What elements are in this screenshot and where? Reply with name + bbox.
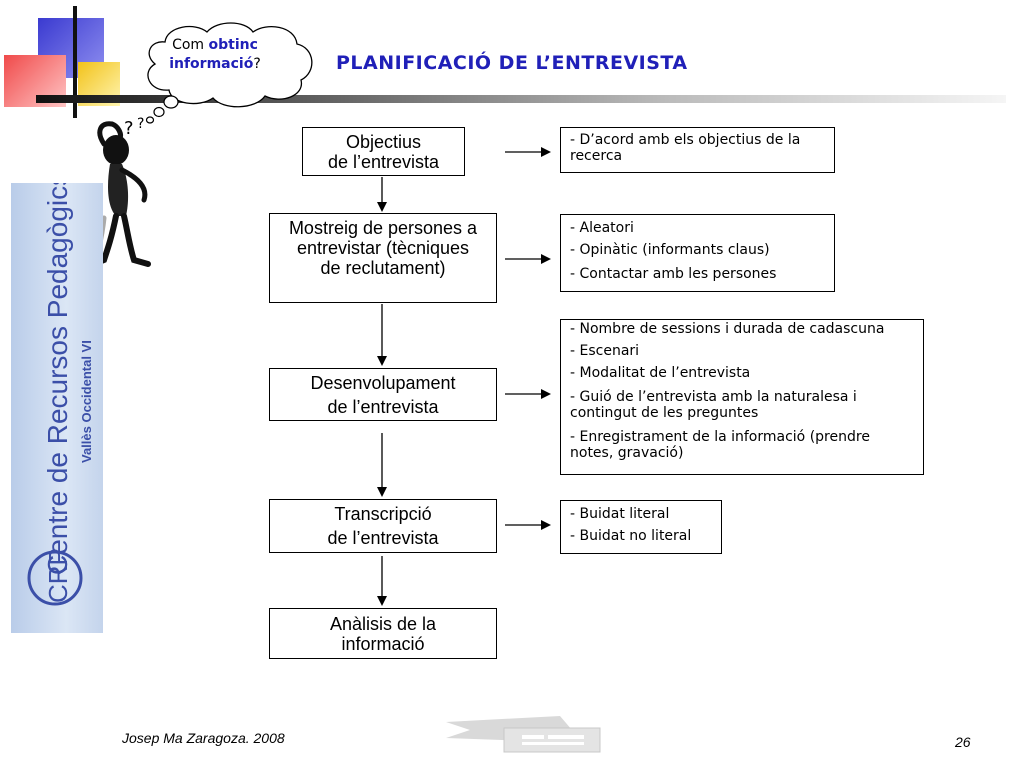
detail-transcripcio: - Buidat literal - Buidat no literal	[560, 500, 722, 554]
detail-objectius: - D’acord amb els objectius de la recerc…	[560, 127, 835, 173]
thought-cloud-icon	[145, 22, 313, 124]
crp-banner	[11, 183, 103, 633]
crp-logo-sub: Vallès Occidental VI	[79, 340, 94, 463]
svg-text:?: ?	[137, 116, 144, 132]
page-number: 26	[955, 734, 971, 750]
thought-cloud-text: Com obtinc informació?	[169, 37, 261, 72]
detail-mostreig: - Aleatori - Opinàtic (informants claus)…	[560, 214, 835, 292]
footer-author: Josep Ma Zaragoza. 2008	[122, 730, 285, 746]
slide-title: PLANIFICACIÓ DE L’ENTREVISTA	[336, 52, 688, 74]
crp-logo: Centre de Recursos Pedagògics Vallès Occ…	[27, 183, 94, 606]
next-slide-icon[interactable]	[444, 716, 604, 754]
thinking-person-icon: ? ?	[91, 116, 151, 267]
decor-vertical-bar	[73, 6, 77, 118]
crp-logo-main: Centre de Recursos Pedagògics	[42, 183, 73, 575]
detail-desenvolupament: - Nombre de sessions i durada de cadascu…	[560, 319, 924, 475]
svg-text:?: ?	[124, 118, 134, 139]
crp-logo-abbr: CRP	[43, 548, 73, 603]
header-rule	[36, 95, 1006, 103]
